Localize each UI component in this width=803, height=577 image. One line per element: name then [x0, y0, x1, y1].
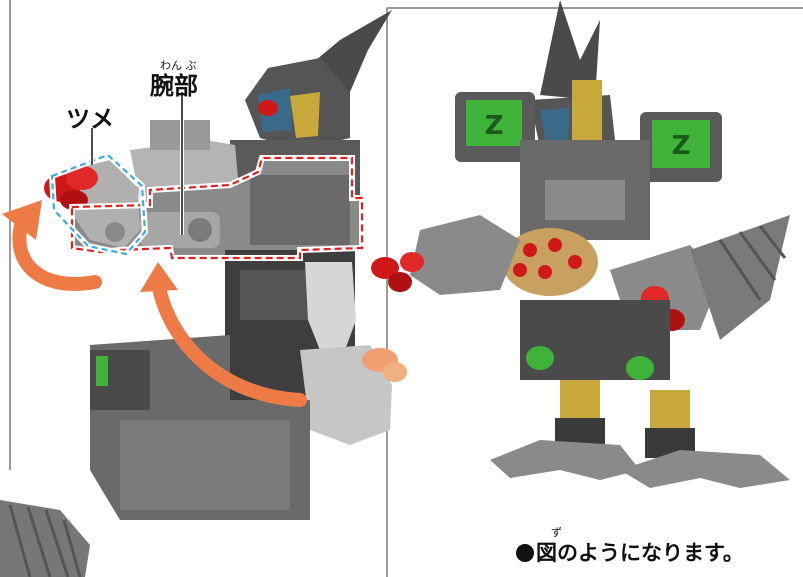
svg-text:Z: Z [672, 131, 691, 161]
caption-text: 図のようになります。 [536, 541, 744, 565]
svg-text:Z: Z [485, 111, 504, 141]
arm-lift-arrow [140, 262, 307, 407]
claw-rotate-arrow [2, 200, 102, 291]
caption-ruby: ず [551, 526, 562, 539]
arm-label: 腕部 [150, 72, 198, 100]
right-panel-border [386, 7, 803, 577]
claw-highlight-outline [48, 151, 149, 258]
bullet-icon [516, 544, 534, 562]
right-robot-figure: Z Z [371, 0, 790, 488]
left-robot-figure [0, 10, 407, 577]
claw-label: ツメ [66, 105, 114, 133]
arm-label-ruby: わん ぶ [160, 59, 197, 72]
caption: 図のようになります。 [516, 537, 744, 567]
drill-part [0, 500, 90, 577]
